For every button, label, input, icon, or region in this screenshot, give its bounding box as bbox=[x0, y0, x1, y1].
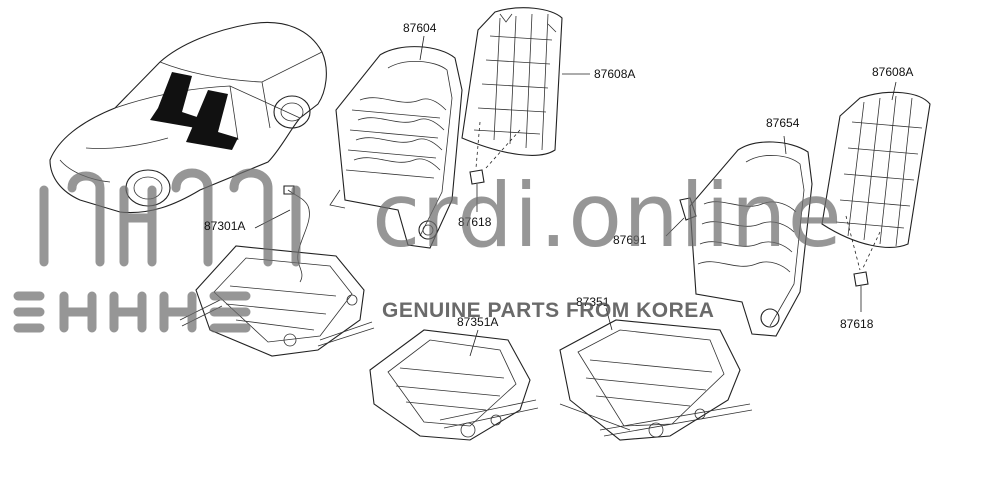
clip-87618-right bbox=[853, 271, 869, 312]
seat-back-panel-87608A-top bbox=[461, 7, 563, 156]
seat-cushion-frame-87351A bbox=[369, 329, 539, 441]
clip-87618-center bbox=[469, 169, 485, 212]
seat-back-frame-87654 bbox=[689, 135, 813, 337]
watermark-logo bbox=[13, 168, 301, 333]
label-87301A: 87301A bbox=[204, 219, 246, 233]
bracket-87691 bbox=[665, 197, 697, 237]
label-87608A-right: 87608A bbox=[872, 65, 914, 79]
label-87654: 87654 bbox=[766, 116, 800, 130]
watermark-tagline: GENUINE PARTS FROM KOREA bbox=[382, 299, 715, 322]
seat-back-panel-87608A-right bbox=[821, 81, 931, 248]
label-87608A-top: 87608A bbox=[594, 67, 636, 81]
watermark-brand: crdi.online bbox=[372, 164, 843, 267]
car-illustration bbox=[49, 21, 327, 214]
label-87351A: 87351A bbox=[457, 315, 499, 329]
label-87691: 87691 bbox=[613, 233, 647, 247]
label-87618-center: 87618 bbox=[458, 215, 492, 229]
label-87604: 87604 bbox=[403, 21, 437, 35]
wiring-harness-87301A bbox=[254, 185, 310, 283]
seat-cushion-frame-87351 bbox=[559, 307, 753, 441]
seat-back-frame-87604 bbox=[329, 46, 463, 249]
label-87351: 87351 bbox=[576, 295, 610, 309]
label-87618-right: 87618 bbox=[840, 317, 874, 331]
